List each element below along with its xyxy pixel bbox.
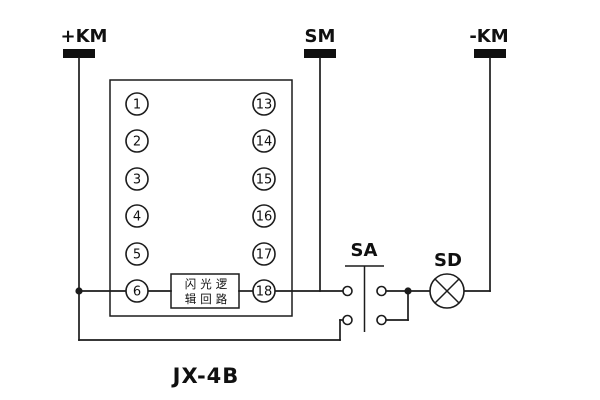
pin-1: 1 [125,92,149,116]
pin-5-number: 5 [133,248,141,263]
pin-3: 3 [125,167,149,191]
pin-16-circle [252,204,276,228]
bus-positive-terminal [63,49,95,58]
lamp-sd-label: SD [434,250,462,271]
bus-negative-terminal [474,49,506,58]
switch-contact-upper-left [342,285,353,297]
lamp-cross-line-2 [434,278,460,304]
pin-14-number: 14 [256,135,273,150]
pin-4-number: 4 [133,210,141,225]
bus-negative: -KM [469,26,509,58]
pin-1-number: 1 [133,98,141,113]
pin-16-number: 16 [256,210,273,225]
junction-dot-left [75,287,83,295]
pin-13: 13 [252,92,276,116]
pin-18-number: 18 [256,285,273,300]
switch-contact-lower-right [376,314,387,326]
bus-positive-label: +KM [61,26,108,47]
pin-5: 5 [125,242,149,266]
junction-dot-right [404,287,412,295]
switch-contact-upper-right [376,285,387,297]
bus-flash-label: SM [305,26,336,47]
inner-circuit-box: 闪光逻 辑回路 [170,273,240,309]
relay-outline [109,79,293,317]
bus-positive: +KM [61,26,108,58]
pin-4-circle [125,204,149,228]
pin-15: 15 [252,167,276,191]
lamp-sd: SD [429,250,465,309]
bus-flash-terminal [304,49,336,58]
pin-2-number: 2 [133,135,141,150]
bus-negative-label: -KM [469,26,508,47]
switch-sa: SA [342,240,387,332]
device-title: JX-4B [171,364,240,388]
pin-14: 14 [252,129,276,153]
inner-circuit-outline [170,273,240,309]
pin-1-circle [125,92,149,116]
pin-14-circle [252,129,276,153]
pin-5-circle [125,242,149,266]
switch-contact-lower-left [342,314,353,326]
pin-2: 2 [125,129,149,153]
pin-6-circle [125,279,149,303]
pin-6-number: 6 [133,285,141,300]
pin-16: 16 [252,204,276,228]
pin-13-circle [252,92,276,116]
bus-flash: SM [304,26,336,58]
pin-4: 4 [125,204,149,228]
pin-15-circle [252,167,276,191]
pin-17: 17 [252,242,276,266]
pin-15-number: 15 [256,173,273,188]
switch-sa-label: SA [351,240,378,261]
pin-13-number: 13 [256,98,273,113]
pin-18: 18 [252,279,276,303]
pin-6: 6 [125,279,149,303]
pin-17-circle [252,242,276,266]
pin-2-circle [125,129,149,153]
inner-circuit-label-line1: 闪光逻 [185,277,232,291]
pin-17-number: 17 [256,248,273,263]
pin-18-circle [252,279,276,303]
pin-3-number: 3 [133,173,141,188]
pin-3-circle [125,167,149,191]
inner-circuit-label-line2: 辑回路 [185,292,232,306]
